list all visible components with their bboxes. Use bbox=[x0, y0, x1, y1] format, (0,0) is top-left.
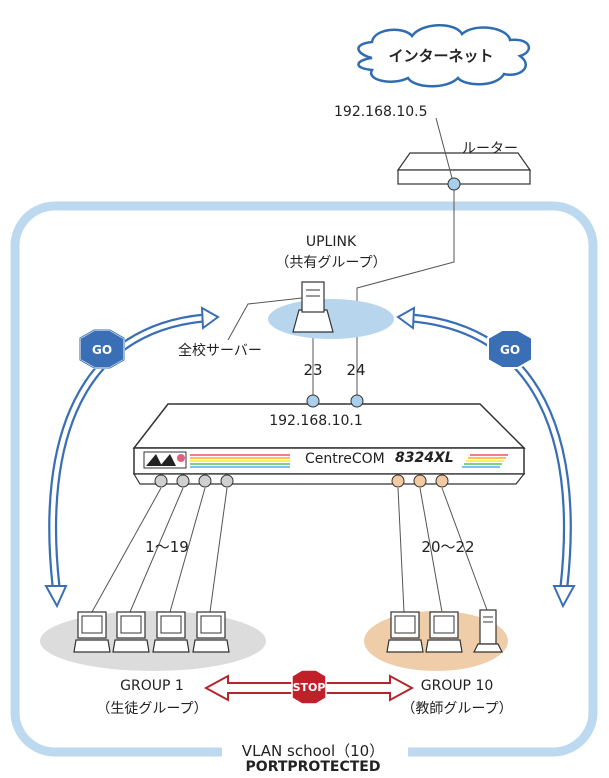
router-ip: 192.168.10.5 bbox=[334, 104, 428, 120]
student-computer-icon bbox=[73, 611, 111, 653]
school-server-label: 全校サーバー bbox=[178, 343, 262, 359]
go-sign-right-icon bbox=[487, 329, 533, 369]
go-right-text: GO bbox=[499, 343, 521, 357]
uplink-cable bbox=[356, 186, 455, 398]
stop-sign-icon bbox=[291, 669, 327, 705]
go-left-text: GO bbox=[91, 343, 113, 357]
group1-desc: （生徒グループ） bbox=[96, 701, 208, 717]
go-sign-left-icon bbox=[79, 329, 125, 369]
teacher-tower-icon bbox=[473, 609, 503, 653]
port-24-label: 24 bbox=[346, 361, 366, 379]
school-server-icon bbox=[292, 281, 334, 333]
group10-ports bbox=[391, 474, 449, 488]
allied-logo-icon bbox=[143, 451, 187, 469]
teacher-computer-icon bbox=[425, 611, 463, 653]
uplink-subtitle: （共有グループ） bbox=[275, 255, 387, 271]
group10-name: GROUP 10 bbox=[420, 678, 494, 694]
group10-ports-label: 20～22 bbox=[421, 538, 475, 556]
uplink-title: UPLINK bbox=[305, 234, 357, 250]
group1-computers bbox=[73, 611, 230, 653]
left-go-arrow bbox=[44, 306, 220, 609]
vlan-mode: PORTPROTECTED bbox=[245, 759, 381, 775]
group1-ports-label: 1～19 bbox=[145, 538, 189, 556]
vlan-name: VLAN school（10） bbox=[241, 742, 385, 760]
uplink-group-ellipse bbox=[268, 299, 394, 339]
switch-ip: 192.168.10.1 bbox=[269, 413, 363, 429]
teacher-computer-icon bbox=[386, 611, 424, 653]
student-computer-icon bbox=[152, 611, 190, 653]
internet-cloud bbox=[357, 24, 531, 88]
group1-name: GROUP 1 bbox=[120, 678, 184, 694]
router-port bbox=[447, 177, 461, 191]
switch-model: 8324XL bbox=[395, 450, 454, 466]
group10-desc: （教師グループ） bbox=[401, 701, 513, 717]
student-computer-icon bbox=[192, 611, 230, 653]
group1-ports bbox=[154, 474, 234, 488]
router-device bbox=[396, 152, 532, 185]
group10-computers bbox=[386, 611, 463, 653]
stop-text: STOP bbox=[292, 681, 326, 694]
internet-label: インターネット bbox=[388, 47, 494, 65]
port-23-label: 23 bbox=[303, 361, 323, 379]
student-computer-icon bbox=[112, 611, 150, 653]
router-ip-pointer bbox=[435, 117, 453, 179]
server-pointer bbox=[227, 297, 303, 341]
router-label: ルーター bbox=[462, 141, 518, 157]
rainbow-stripes bbox=[190, 454, 508, 468]
switch-port-23 bbox=[306, 394, 320, 408]
vlan-label-gap bbox=[222, 740, 408, 762]
group10-cables bbox=[397, 487, 488, 613]
switch-port-24 bbox=[350, 394, 364, 408]
switch-brand: CentreCOM bbox=[305, 451, 385, 467]
group1-ellipse bbox=[40, 611, 266, 671]
group1-cables bbox=[91, 487, 228, 613]
right-go-arrow bbox=[396, 306, 576, 609]
